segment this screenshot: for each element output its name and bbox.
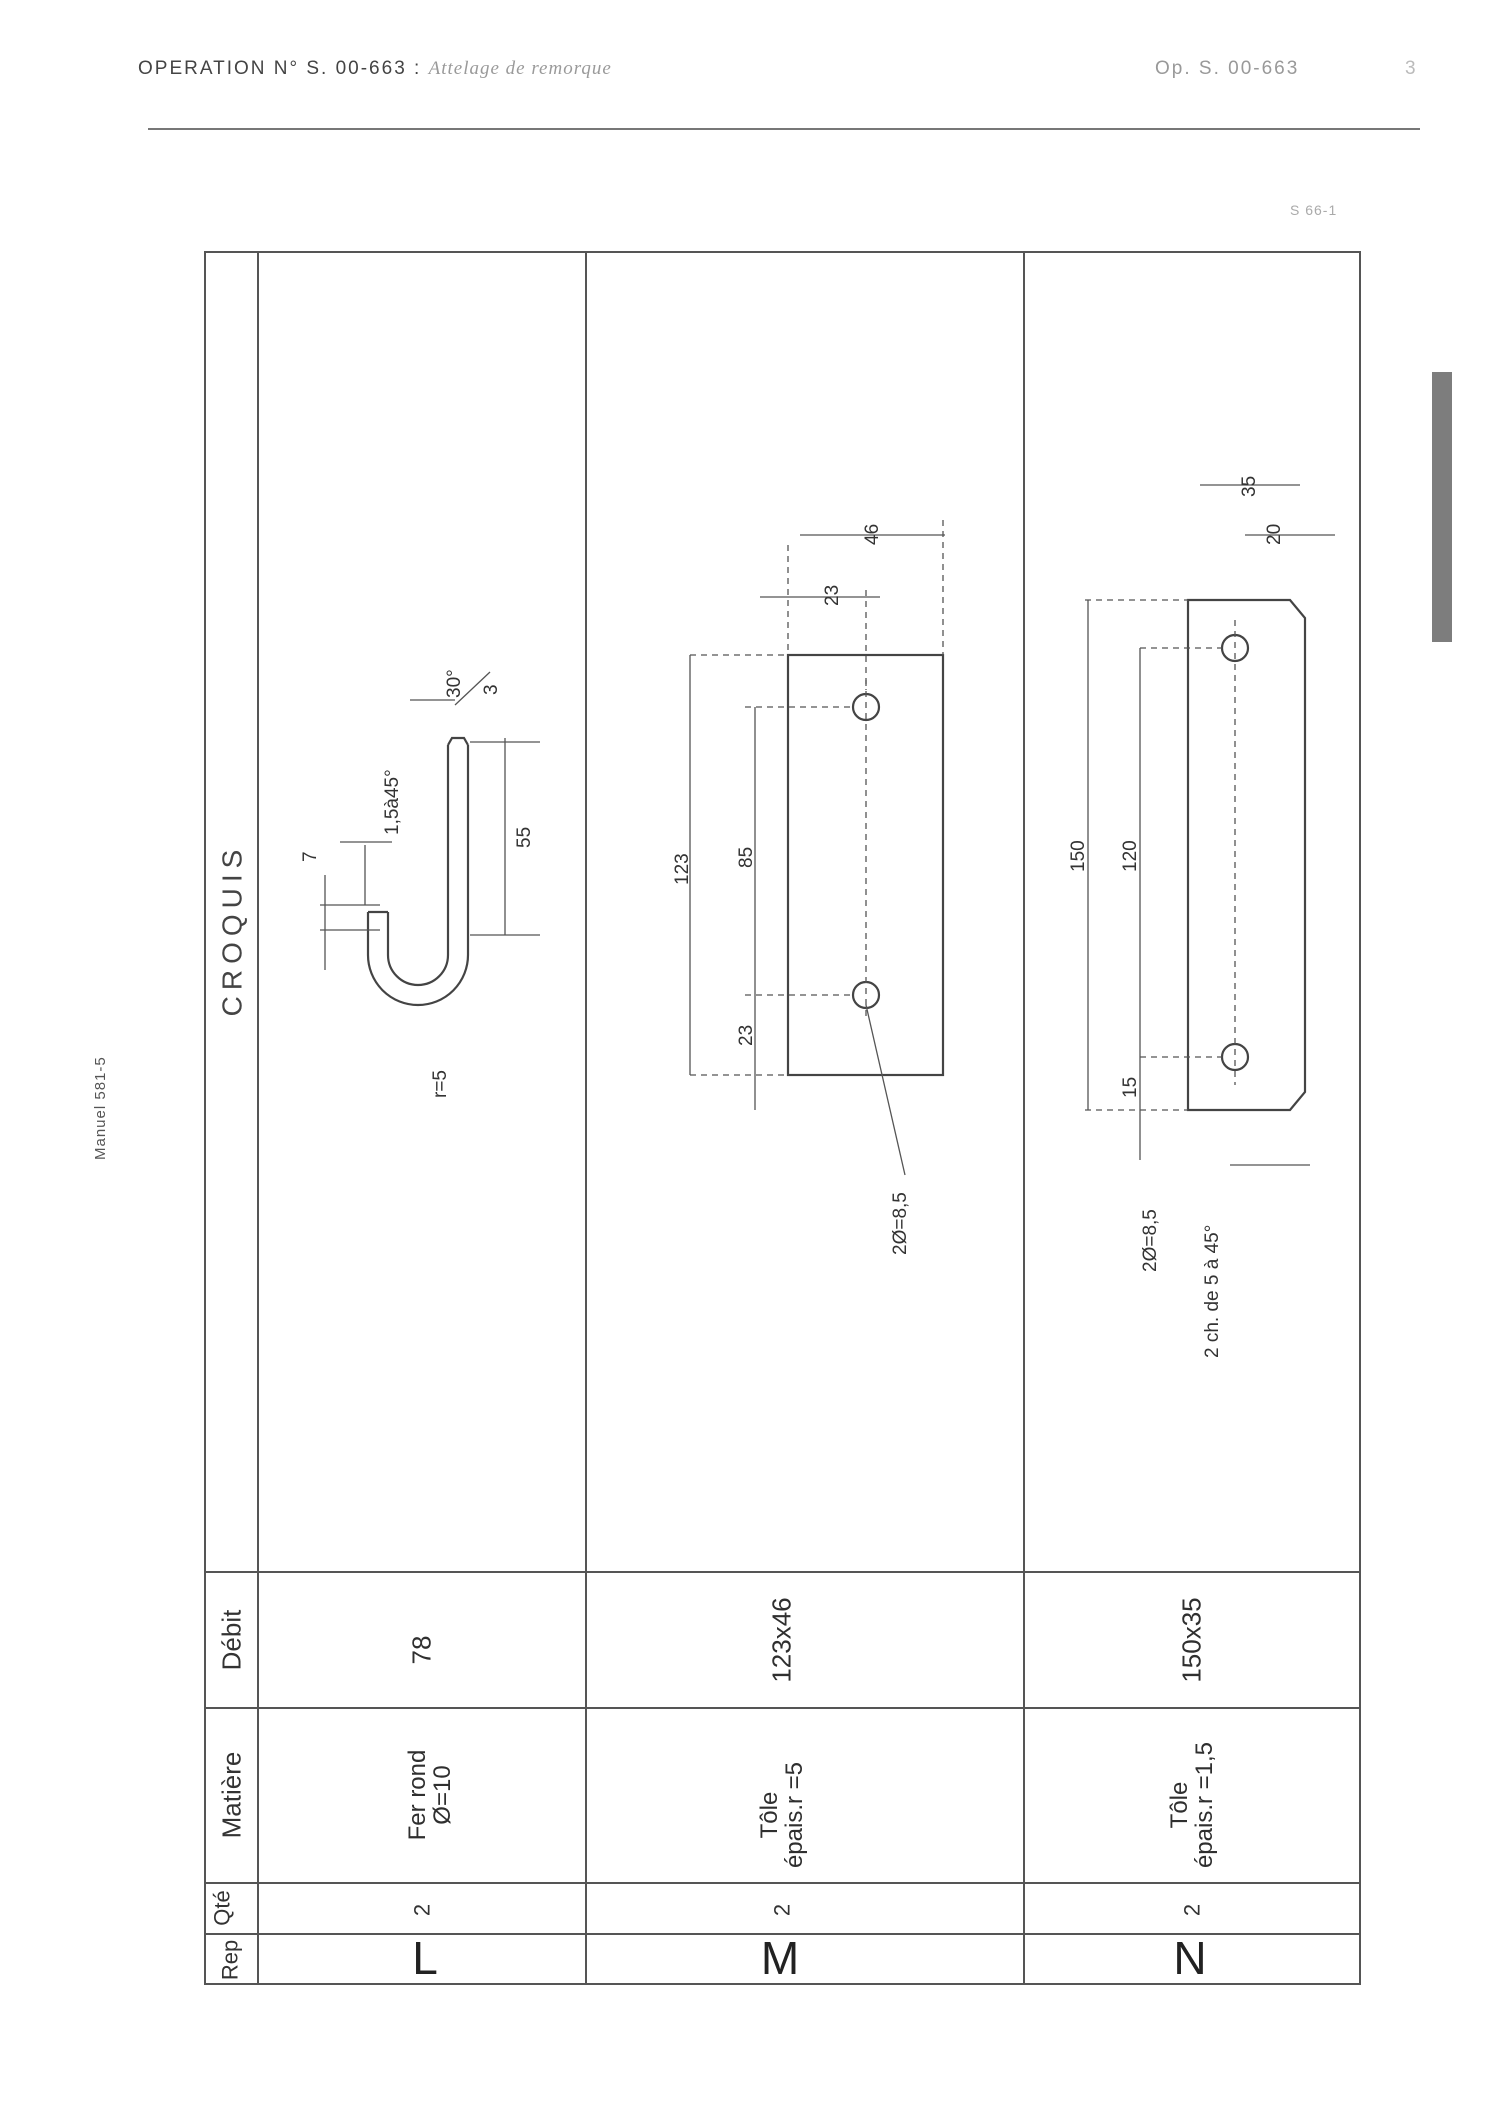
- sketch-L-dims: [320, 671, 540, 970]
- row-L-rep: L: [412, 1931, 438, 1984]
- sketch-N-dim-35: 35: [1239, 476, 1260, 497]
- operation-description: Attelage de remorque: [428, 58, 612, 79]
- sketch-N-strip: [1186, 598, 1307, 1112]
- row-L-qte: 2: [409, 1903, 435, 1917]
- row-N-qte: 2: [1179, 1903, 1205, 1917]
- operation-ref-right: Op. S. 00-663: [1155, 58, 1300, 79]
- sketch-M-dim-23-bottom: 23: [736, 1025, 757, 1046]
- sketch-M-dim-85: 85: [736, 847, 757, 868]
- header-croquis: CROQUIS: [216, 843, 248, 1017]
- operation-title: OPERATION N° S. 00-663 : Attelage de rem…: [138, 58, 612, 80]
- table-grid: [204, 251, 1361, 1985]
- sketch-L-dim-3: 3: [481, 684, 502, 695]
- sketch-N-dim-15: 15: [1120, 1077, 1141, 1098]
- row-N-rep: N: [1173, 1931, 1207, 1984]
- header-matiere: Matière: [216, 1751, 247, 1839]
- sketch-M-dim-46: 46: [862, 524, 883, 545]
- page-number: 3: [1405, 58, 1418, 79]
- sketch-N-dim-chamfers: 2 ch. de 5 à 45°: [1202, 1225, 1223, 1358]
- sketch-L-dim-radius: r=5: [430, 1070, 451, 1098]
- sketch-N-dim-holes: 2Ø=8,5: [1140, 1209, 1161, 1272]
- sketch-M-dim-23-top: 23: [822, 585, 843, 606]
- sketch-L-dim-7: 7: [300, 851, 321, 862]
- row-M-qte: 2: [769, 1903, 795, 1917]
- row-L-debit: 78: [406, 1635, 437, 1665]
- header-rule: [148, 128, 1420, 130]
- sketch-L-dim-angle: 30°: [444, 669, 465, 698]
- sketch-M-dim-holes: 2Ø=8,5: [890, 1192, 911, 1255]
- sketch-N-dim-120: 120: [1120, 840, 1141, 872]
- sketch-M-dim-lines: [689, 534, 945, 1176]
- corner-note: S 66-1: [1290, 202, 1338, 218]
- sketch-L-dim-chamfer: 1,5à45°: [382, 769, 403, 835]
- header-debit: Débit: [216, 1609, 247, 1671]
- sketch-N-dim-150: 150: [1068, 840, 1089, 872]
- sketch-L-dim-55: 55: [514, 827, 535, 848]
- sketch-M-dims: [690, 520, 944, 1076]
- header-qte: Qté: [209, 1890, 235, 1926]
- row-M-rep: M: [760, 1931, 800, 1984]
- header-rep: Rep: [217, 1939, 243, 1981]
- sketch-N-dim-lines: [1087, 484, 1335, 1166]
- page-edge-tab: [1432, 372, 1452, 642]
- row-M-debit: 123x46: [766, 1597, 797, 1683]
- sketch-L-hook: [366, 736, 470, 1007]
- sketch-N-dim-20: 20: [1264, 524, 1285, 545]
- sketch-N-dims: [1085, 599, 1236, 1111]
- sketch-M-dim-123: 123: [672, 853, 693, 885]
- row-N-debit: 150x35: [1176, 1597, 1207, 1683]
- operation-number: OPERATION N° S. 00-663 :: [138, 58, 422, 79]
